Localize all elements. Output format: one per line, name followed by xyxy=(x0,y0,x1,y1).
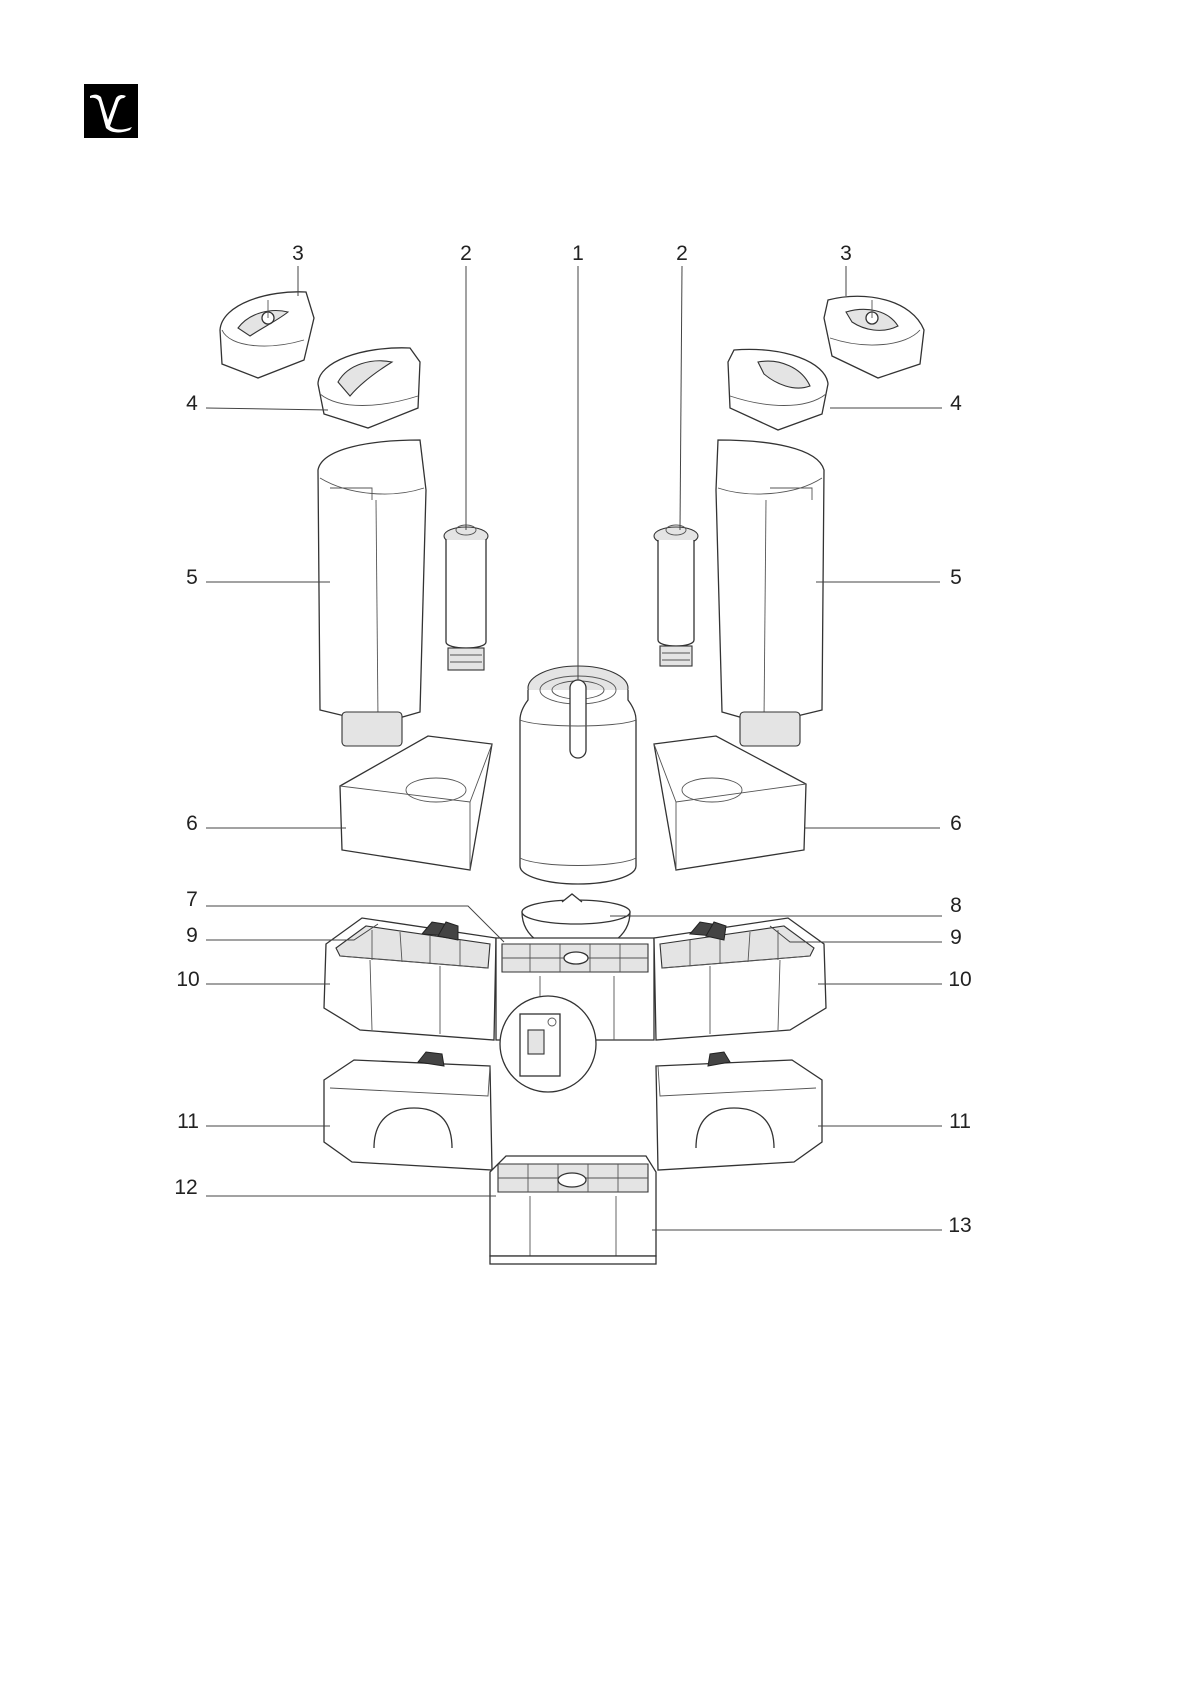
callout-4-left: 4 xyxy=(186,392,198,415)
callout-13: 13 xyxy=(948,1214,971,1237)
part-11-lower-tray-right xyxy=(656,1052,822,1170)
part-11-lower-tray-left xyxy=(324,1052,492,1170)
callout-5-right: 5 xyxy=(950,566,962,589)
callout-12: 12 xyxy=(174,1176,197,1199)
callout-7: 7 xyxy=(186,888,198,911)
callout-10-left: 10 xyxy=(176,968,199,991)
part-4-cover-left xyxy=(318,348,420,428)
callout-4-right: 4 xyxy=(950,392,962,415)
leader-4-left xyxy=(206,408,328,410)
callout-11-right: 11 xyxy=(949,1110,971,1133)
callout-9-right: 9 xyxy=(950,926,962,949)
callout-6-left: 6 xyxy=(186,812,198,835)
callout-6-right: 6 xyxy=(950,812,962,835)
part-2-filter-left xyxy=(444,525,488,670)
callout-10-right: 10 xyxy=(948,968,971,991)
part-6-base-right xyxy=(654,736,806,870)
part-3-lid-right xyxy=(824,296,924,378)
part-10-drip-tray-right xyxy=(654,918,826,1040)
part-13-center-lower-tray xyxy=(490,1156,656,1264)
callout-3-right: 3 xyxy=(840,242,852,265)
part-6-base-left xyxy=(340,736,492,870)
part-2-filter-right xyxy=(654,525,698,666)
detail-magnifier xyxy=(500,996,596,1092)
callout-8: 8 xyxy=(950,894,962,917)
leader-2-right xyxy=(680,266,682,530)
callout-3-left: 3 xyxy=(292,242,304,265)
callout-5-left: 5 xyxy=(186,566,198,589)
callout-2-right: 2 xyxy=(676,242,688,265)
callout-2-left: 2 xyxy=(460,242,472,265)
part-5-tank-left xyxy=(318,440,426,746)
callout-1: 1 xyxy=(572,242,584,265)
part-10-drip-tray-left xyxy=(324,918,496,1040)
part-4-cover-right xyxy=(728,349,828,430)
part-1-jug xyxy=(520,666,636,884)
part-5-tank-right xyxy=(716,440,824,746)
callout-11-left: 11 xyxy=(177,1110,199,1133)
callout-9-left: 9 xyxy=(186,924,198,947)
part-3-lid-left xyxy=(220,292,314,378)
